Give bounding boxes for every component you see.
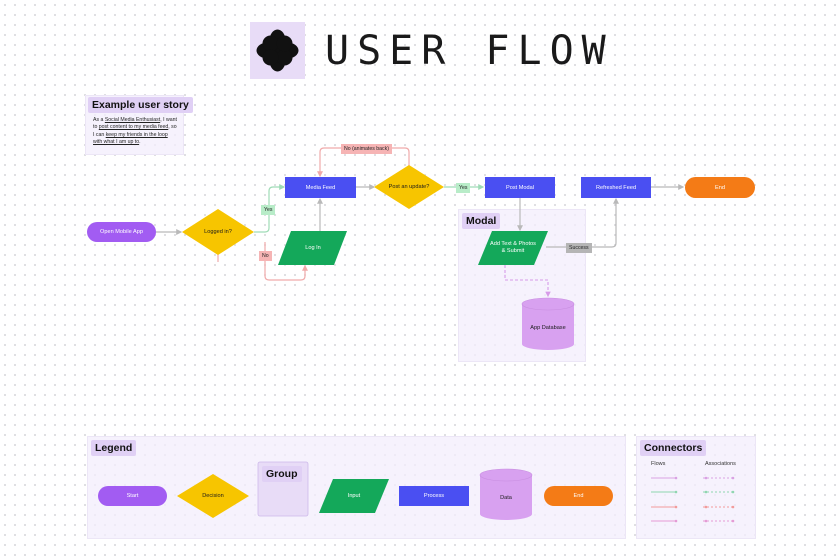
log-in-input (278, 231, 347, 265)
associations-heading: Associations (705, 461, 736, 467)
legend-input-shape (319, 479, 389, 513)
connector-swatches (651, 476, 735, 523)
no-animates-tag: No (animates back) (341, 144, 392, 154)
logged-in-label: Logged in? (204, 229, 232, 235)
add-text-input (478, 231, 548, 265)
legend-label: Legend (91, 440, 137, 456)
flows-heading: Flows (651, 461, 666, 467)
title-icon-box (250, 22, 305, 79)
add-text-label: Add Text & Photos & Submit (490, 241, 536, 254)
legend-end-shape (544, 486, 613, 506)
app-database-data (521, 297, 575, 350)
story-goal: post content to my media feed (98, 124, 169, 131)
flower-icon (256, 29, 299, 72)
no-tag-1: No (259, 251, 272, 261)
legend-end-label: End (573, 493, 584, 499)
yes-tag-1: Yes (261, 205, 276, 215)
refreshed-feed-label: Refreshed Feed (595, 184, 637, 191)
story-benefit: keep my friends in the loop with what I … (93, 131, 168, 146)
end-terminal (685, 177, 755, 198)
media-feed-label: Media Feed (305, 184, 336, 191)
story-persona: Social Media Enthusiast (104, 117, 161, 123)
legend-data-label: Data (500, 495, 512, 501)
connector-success (546, 197, 619, 248)
app-database-label: App Database (530, 325, 566, 331)
post-update-decision (374, 165, 444, 209)
legend-decision-shape (177, 474, 249, 518)
legend-process-label: Process (423, 493, 445, 499)
log-in-label: Log In (305, 245, 321, 251)
association-add-to-db (504, 265, 551, 298)
connector-no-path (264, 242, 308, 281)
logged-in-decision (182, 209, 254, 255)
end-label: End (715, 184, 725, 191)
modal-label: Modal (462, 213, 501, 229)
post-update-label: Post an update? (388, 184, 430, 190)
success-tag: Success (566, 243, 592, 253)
legend-start-shape (98, 486, 167, 506)
legend-decision-label: Decision (202, 493, 224, 499)
connectors-label: Connectors (640, 440, 707, 456)
legend-data-shape (479, 468, 533, 520)
refreshed-feed-process (581, 177, 651, 198)
post-modal-process (485, 177, 555, 198)
story-label: Example user story (88, 97, 193, 113)
yes-tag-2: Yes (456, 183, 471, 193)
legend-input-label: Input (347, 493, 361, 499)
open-app-label: Open Mobile App (100, 229, 143, 235)
legend-start-label: Start (126, 493, 139, 499)
post-modal-label: Post Modal (506, 184, 534, 191)
story-text: As a Social Media Enthusiast, I want to … (93, 117, 177, 146)
media-feed-process (285, 177, 356, 198)
legend-group-label: Group (262, 466, 302, 482)
legend-process-shape (399, 486, 469, 506)
open-app-start (87, 222, 156, 242)
page-title: USER FLOW (325, 28, 614, 74)
